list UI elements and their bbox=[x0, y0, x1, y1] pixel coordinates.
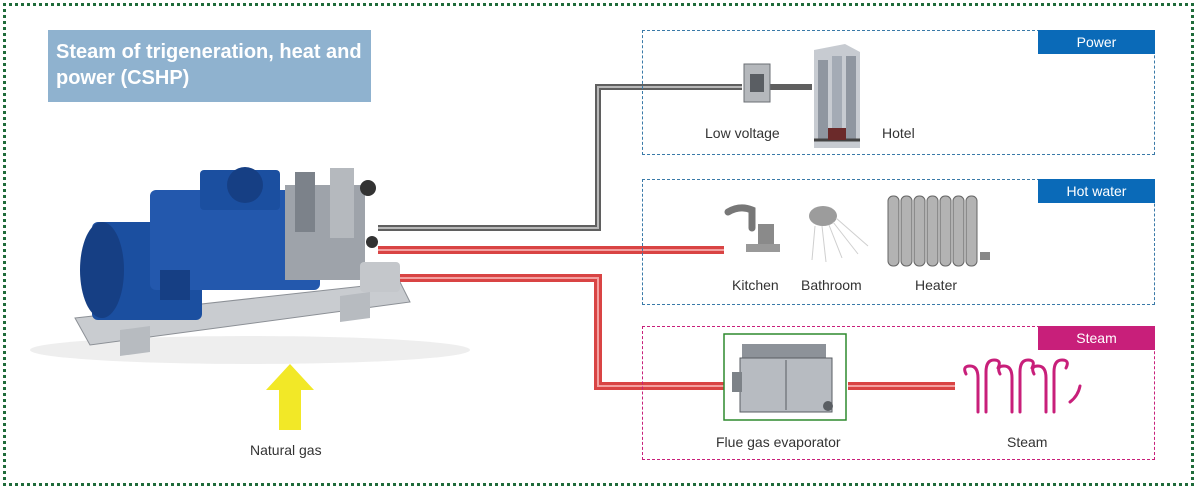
power-panel bbox=[642, 30, 1155, 155]
kitchen-label: Kitchen bbox=[732, 277, 779, 293]
diagram-title: Steam of trigeneration, heat and power (… bbox=[48, 30, 371, 102]
hot-water-tag: Hot water bbox=[1038, 179, 1155, 203]
steam-line bbox=[378, 274, 955, 390]
dotted-frame bbox=[3, 3, 1194, 486]
generator-illustration bbox=[30, 167, 470, 364]
faucet-icon bbox=[724, 204, 780, 252]
low-voltage-label: Low voltage bbox=[705, 125, 780, 141]
natural-gas-arrow bbox=[266, 364, 314, 430]
shower-icon bbox=[809, 206, 869, 263]
power-line bbox=[378, 84, 812, 231]
evaporator-label: Flue gas evaporator bbox=[716, 434, 841, 450]
steam-label: Steam bbox=[1007, 434, 1048, 450]
natural-gas-label: Natural gas bbox=[250, 442, 322, 458]
breaker-icon bbox=[743, 63, 771, 103]
hotel-label: Hotel bbox=[882, 125, 915, 141]
hotel-icon bbox=[814, 44, 860, 148]
radiator-icon bbox=[887, 195, 990, 267]
hot-water-panel bbox=[642, 179, 1155, 305]
steam-tag: Steam bbox=[1038, 326, 1155, 350]
bathroom-label: Bathroom bbox=[801, 277, 862, 293]
steam-icon bbox=[963, 358, 1082, 414]
heater-label: Heater bbox=[915, 277, 958, 293]
power-tag: Power bbox=[1038, 30, 1155, 54]
evaporator-icon bbox=[723, 333, 847, 421]
steam-panel bbox=[642, 326, 1155, 460]
